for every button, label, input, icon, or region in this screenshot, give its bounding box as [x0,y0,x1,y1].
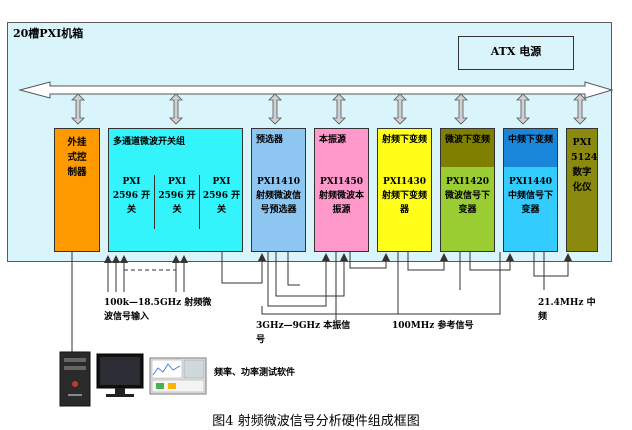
rf-input-note: 100k—18.5GHz 射频微波信号输入 [104,298,212,322]
switch-group-title: 多通道微波开关组 [113,137,186,147]
controller-label: 外挂式控制器 [67,137,87,178]
atx-power-supply: ATX 电源 [458,36,574,70]
preselector-body: PXI1410 射频微波信号预选器 [255,177,301,215]
switch-group: 多通道微波开关组 PXI 2596 开关 PXI 2596 开关 PXI 259… [108,128,243,252]
rf-down-body: PXI1430 射频下变频器 [381,177,427,215]
switch-unit-3: PXI 2596 开关 [199,175,243,229]
mw-downconverter-module: 微波下变频 PXI1420 微波信号下变器 [440,128,495,252]
software-note: 频率、功率测试软件 [214,368,296,378]
ref-signal-note: 100MHz 参考信号 [392,321,474,331]
switch-unit-2: PXI 2596 开关 [154,175,199,229]
local-osc-body: PXI1450 射频微波本振源 [318,177,364,215]
chassis-title: 20槽PXI机箱 [13,27,84,40]
atx-label: ATX 电源 [490,45,542,58]
mw-down-body: PXI1420 微波信号下变器 [444,177,490,215]
if-output-note: 21.4MHz 中频 [538,298,596,322]
digitizer-label: PXI 5124 数字化仪 [571,137,598,193]
switch-unit-1: PXI 2596 开关 [112,177,151,215]
preselector-module: 预选器 PXI1410 射频微波信号预选器 [251,128,306,252]
digitizer-module: PXI 5124 数字化仪 [566,128,598,252]
figure-caption: 图4 射频微波信号分析硬件组成框图 [212,414,420,429]
if-down-title: 中频下变频 [508,135,554,145]
local-oscillator-module: 本振源 PXI1450 射频微波本振源 [314,128,369,252]
pxi-bus-arrow [18,81,614,99]
if-down-body: PXI1440 中频信号下变器 [507,177,553,215]
external-controller: 外挂式控制器 [54,128,100,252]
rf-down-title: 射频下变频 [382,135,428,145]
rf-downconverter-module: 射频下变频 PXI1430 射频下变频器 [377,128,432,252]
bus-drop-arrows [71,93,587,125]
mw-down-title: 微波下变频 [445,135,491,145]
preselector-title: 预选器 [256,135,284,145]
lo-signal-note: 3GHz—9GHz 本振信号 [256,321,351,345]
if-downconverter-module: 中频下变频 PXI1440 中频信号下变器 [503,128,558,252]
local-osc-title: 本振源 [319,135,347,145]
